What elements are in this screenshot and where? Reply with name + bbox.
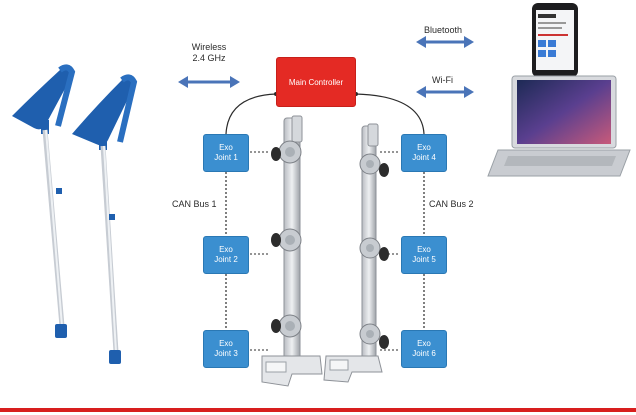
exo-joint-3-box: Exo Joint 3 [203, 330, 249, 368]
wifi-arrow [416, 86, 474, 98]
exo-joint-4-box: Exo Joint 4 [401, 134, 447, 172]
can-bus-1-label: CAN Bus 1 [172, 199, 217, 209]
smartphone-icon [532, 3, 578, 77]
laptop-icon [487, 75, 631, 177]
can-bus-2-label: CAN Bus 2 [429, 199, 474, 209]
main-controller-label: Main Controller [288, 78, 344, 87]
footer-divider [0, 408, 636, 412]
crutch-icon-right [72, 74, 138, 364]
exoskeleton-leg-icon-left [261, 115, 323, 387]
cable-controller-left [225, 93, 277, 135]
exo-joint-5-box: Exo Joint 5 [401, 236, 447, 274]
exo-joint-1-box: Exo Joint 1 [203, 134, 249, 172]
crutch-icon-left [12, 64, 76, 338]
wifi-label: Wi-Fi [432, 75, 453, 85]
wireless-label: Wireless 2.4 GHz [191, 42, 227, 63]
exoskeleton-leg-icon-right [323, 123, 389, 383]
cable-controller-right [355, 93, 425, 135]
exo-joint-2-box: Exo Joint 2 [203, 236, 249, 274]
exo-joint-6-box: Exo Joint 6 [401, 330, 447, 368]
main-controller-box: Main Controller [276, 57, 356, 107]
bluetooth-label: Bluetooth [424, 25, 463, 35]
wireless-arrow [178, 76, 240, 88]
bluetooth-arrow [416, 36, 474, 48]
